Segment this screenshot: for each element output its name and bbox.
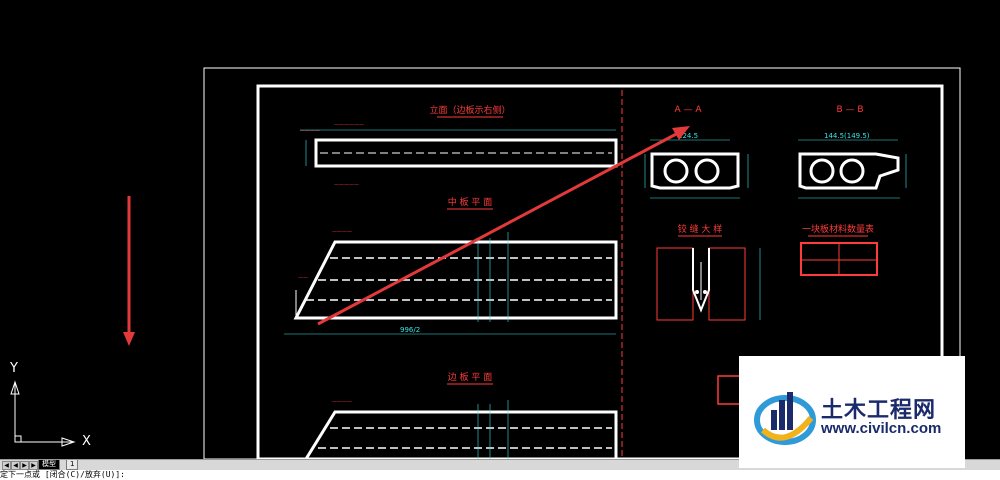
command-line[interactable]: 定下一点或 [闭合(C)/放弃(U)]: — [0, 470, 1000, 480]
ucs-icon: Y X — [0, 360, 110, 455]
svg-text:144.5(149.5): 144.5(149.5) — [824, 132, 870, 140]
tab-next-icon[interactable]: ▶ — [20, 461, 29, 470]
elevation-title: 立面（边板示右侧） — [429, 104, 510, 116]
paper-boundary — [203, 67, 961, 459]
svg-text:——————: —————— — [334, 122, 364, 128]
edge-plan-view: ———— — [304, 399, 618, 459]
annotation-arrow-down — [123, 196, 135, 346]
elevation-view: ———— —————— ————— — [300, 122, 618, 188]
svg-text:————: ———— — [332, 399, 352, 405]
quantity-table-title: 一块板材料数量表 — [802, 223, 874, 235]
section-a-view: 124.5 — [644, 132, 749, 199]
watermark-site: www.civilcn.com — [821, 420, 942, 437]
tab-first-icon[interactable]: ◀ — [2, 461, 11, 470]
civilcn-logo-icon — [754, 392, 816, 445]
cad-drawing: 立面（边板示右侧） ———— —————— ————— 中 板 平 面 996/… — [123, 67, 961, 459]
section-b-title: B — B — [836, 105, 863, 115]
hinge-detail-title: 铰 缝 大 样 — [678, 223, 723, 235]
edge-plan-title: 边 板 平 面 — [448, 371, 493, 383]
hinge-detail-view — [656, 247, 761, 321]
svg-text:——: —— — [298, 275, 308, 281]
tab-layout-1[interactable]: 1 — [66, 460, 79, 470]
tab-model[interactable]: 模型 — [38, 460, 60, 470]
annotation-arrow-diagonal — [317, 126, 690, 326]
command-prompt-text: 定下一点或 [闭合(C)/放弃(U)]: — [0, 470, 125, 479]
svg-text:—————: ————— — [334, 182, 359, 188]
section-b-view: 144.5(149.5) — [798, 132, 907, 199]
ucs-x-label: X — [82, 434, 91, 449]
quantity-table — [800, 242, 878, 276]
layout-tab-bar: ◀ ◀ ▶ ▶ 模型 1 — [0, 459, 1000, 470]
plan-span-dimension: 996/2 — [400, 326, 420, 334]
middle-plan-title: 中 板 平 面 — [448, 196, 493, 208]
tab-prev-icon[interactable]: ◀ — [11, 461, 20, 470]
watermark-brand: 土木工程网 — [821, 397, 937, 422]
middle-plan-view: 996/2 ———— —— — [284, 229, 618, 335]
section-a-title: A — A — [674, 105, 702, 115]
svg-text:————: ———— — [332, 229, 352, 235]
svg-text:————: ———— — [300, 128, 320, 134]
ucs-y-label: Y — [10, 361, 18, 376]
watermark-logo: 土木工程网 www.civilcn.com — [739, 356, 965, 468]
svg-text:124.5: 124.5 — [678, 132, 698, 140]
tab-last-icon[interactable]: ▶ — [29, 461, 38, 470]
title-frame — [256, 84, 944, 459]
